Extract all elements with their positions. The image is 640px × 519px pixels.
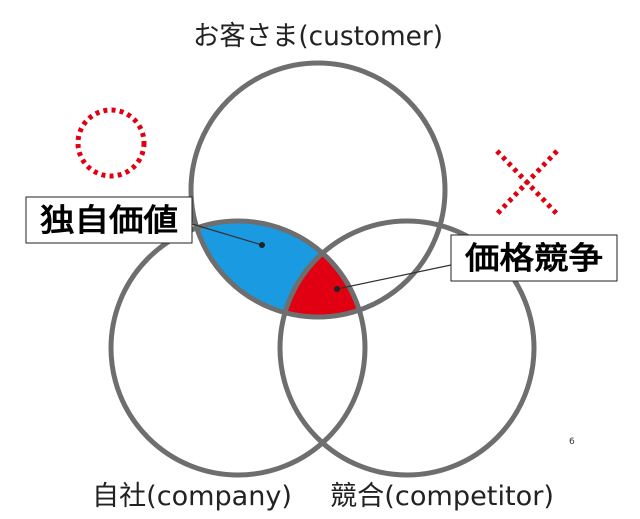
competitor-label: 競合(competitor) [330,481,554,512]
customer-circle [188,60,448,320]
price-competition-dot [334,286,340,292]
good-circle-icon [75,107,147,179]
customer-label: お客さま(customer) [193,21,443,52]
competitor-circle [277,218,537,478]
unique-value-dot [259,242,265,248]
unique-value-leader [191,223,263,246]
company-circle [108,218,368,478]
page-number: 6 [569,437,575,447]
price-competition-callout: 価格競争 [450,234,618,282]
bad-cross-icon [495,149,559,216]
price-competition-leader [336,264,452,290]
unique-value-label: 独自価値 [40,203,178,239]
price-competition-label: 価格競争 [464,241,603,277]
company-label: 自社(company) [92,481,292,512]
unique-value-callout: 独自価値 [25,196,193,244]
